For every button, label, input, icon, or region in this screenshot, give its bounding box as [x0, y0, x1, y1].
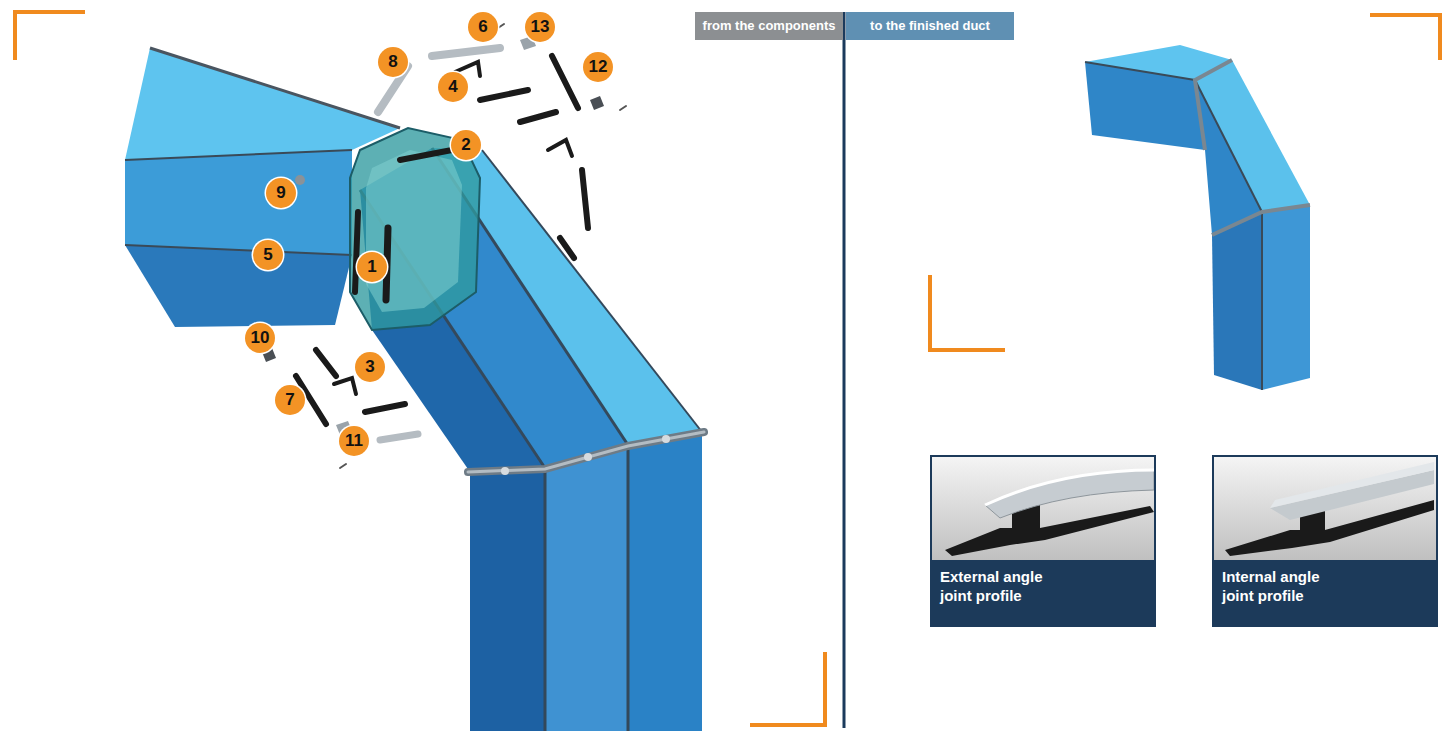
- profile-bar: [355, 212, 358, 292]
- callout-number: 5: [253, 240, 283, 270]
- header-text: to the finished duct: [870, 18, 990, 34]
- profile-cap-edge: [985, 470, 1154, 505]
- profile-cap: [1270, 470, 1434, 520]
- profile-bar: [582, 170, 588, 228]
- duct-seam: [125, 150, 352, 160]
- flange: [350, 128, 480, 330]
- joint-ring: [468, 432, 704, 472]
- duct-face: [470, 469, 545, 731]
- exploded-parts: [262, 24, 626, 468]
- profile-base: [945, 505, 1154, 556]
- duct-face: [1212, 212, 1262, 390]
- profile-cap: [985, 470, 1154, 518]
- callout-number: 12: [583, 52, 613, 82]
- corner-bracket: [750, 652, 825, 725]
- screw: [498, 24, 504, 28]
- callout-number: 6: [468, 12, 498, 42]
- joint-ring: [1212, 205, 1310, 235]
- header-band: to the finished duct: [846, 12, 1014, 40]
- callout-marker: 9: [266, 178, 296, 208]
- cover-bar: [432, 48, 500, 56]
- callout-marker: 3: [355, 352, 385, 382]
- screw: [295, 175, 305, 185]
- callout-marker: 12: [583, 52, 613, 82]
- duct-face: [1195, 80, 1262, 235]
- corner-bracket-part: [590, 96, 604, 110]
- corner-bracket: [15, 12, 85, 60]
- joint-ring: [1195, 60, 1232, 150]
- caption-text: External angle joint profile: [932, 560, 1154, 625]
- callout-marker: 2: [451, 130, 481, 160]
- caption-text: Internal angle joint profile: [1214, 560, 1436, 625]
- photo-ground: [1214, 457, 1436, 561]
- duct-seam: [544, 469, 547, 731]
- profile-bar: [316, 350, 336, 376]
- duct-seam: [482, 150, 702, 432]
- rivet: [662, 435, 670, 443]
- duct-face: [125, 48, 400, 160]
- header-band: from the components: [695, 12, 843, 40]
- duct-face: [125, 245, 352, 327]
- profile-bar: [520, 112, 556, 122]
- rivet: [501, 467, 509, 475]
- callout-number: 13: [525, 12, 555, 42]
- callout-marker: 10: [245, 323, 275, 353]
- screw: [340, 464, 346, 468]
- profile-bar: [365, 404, 405, 412]
- profile-bar: [560, 238, 574, 258]
- duct-seam: [150, 48, 400, 128]
- callout-marker: 4: [438, 72, 468, 102]
- duct-face: [545, 446, 628, 731]
- photo-panel: Internal angle joint profile: [1212, 455, 1438, 627]
- corner-bracket: [930, 275, 1005, 350]
- duct-face: [125, 150, 352, 255]
- callout-marker: 8: [378, 47, 408, 77]
- duct-face: [1262, 205, 1310, 390]
- screw: [620, 106, 626, 110]
- profile-cap-top: [1270, 462, 1434, 508]
- callout-marker: 1: [357, 252, 387, 282]
- corner-brackets: [15, 12, 1440, 725]
- callout-number: 11: [339, 426, 369, 456]
- duct-seam: [627, 446, 630, 731]
- duct-face: [1085, 62, 1205, 150]
- photo-ground: [932, 457, 1154, 561]
- profile-photo: [1214, 457, 1436, 561]
- photo-panel: External angle joint profile: [930, 455, 1156, 627]
- callout-number: 7: [275, 385, 305, 415]
- duct-illustration: [125, 48, 704, 731]
- callout-number: 9: [266, 178, 296, 208]
- callout-marker: 5: [253, 240, 283, 270]
- corner-piece: [334, 378, 356, 394]
- cover-bar: [380, 434, 418, 440]
- callout-marker: 11: [339, 426, 369, 456]
- header-text: from the components: [703, 18, 836, 34]
- finished-duct: [1085, 45, 1310, 390]
- callout-number: 4: [438, 72, 468, 102]
- profile-photo: [932, 457, 1154, 561]
- duct-face: [628, 432, 702, 731]
- callout-marker: 13: [525, 12, 555, 42]
- profile-bar: [480, 90, 528, 100]
- callout-number: 1: [357, 252, 387, 282]
- callout-marker: 7: [275, 385, 305, 415]
- flange-inner: [366, 150, 462, 312]
- duct-seam: [1261, 212, 1263, 390]
- profile-bar: [552, 56, 578, 108]
- duct-seam: [1085, 62, 1195, 80]
- callout-number: 2: [451, 130, 481, 160]
- divider-line: [843, 12, 846, 728]
- corner-bracket: [1370, 15, 1440, 60]
- profile-bar: [400, 150, 452, 160]
- callout-marker: 6: [468, 12, 498, 42]
- rivet: [584, 453, 592, 461]
- callout-number: 8: [378, 47, 408, 77]
- callout-number: 3: [355, 352, 385, 382]
- duct-seam: [125, 245, 352, 255]
- callout-number: 10: [245, 323, 275, 353]
- corner-piece: [548, 140, 572, 156]
- joint-ring: [468, 432, 704, 472]
